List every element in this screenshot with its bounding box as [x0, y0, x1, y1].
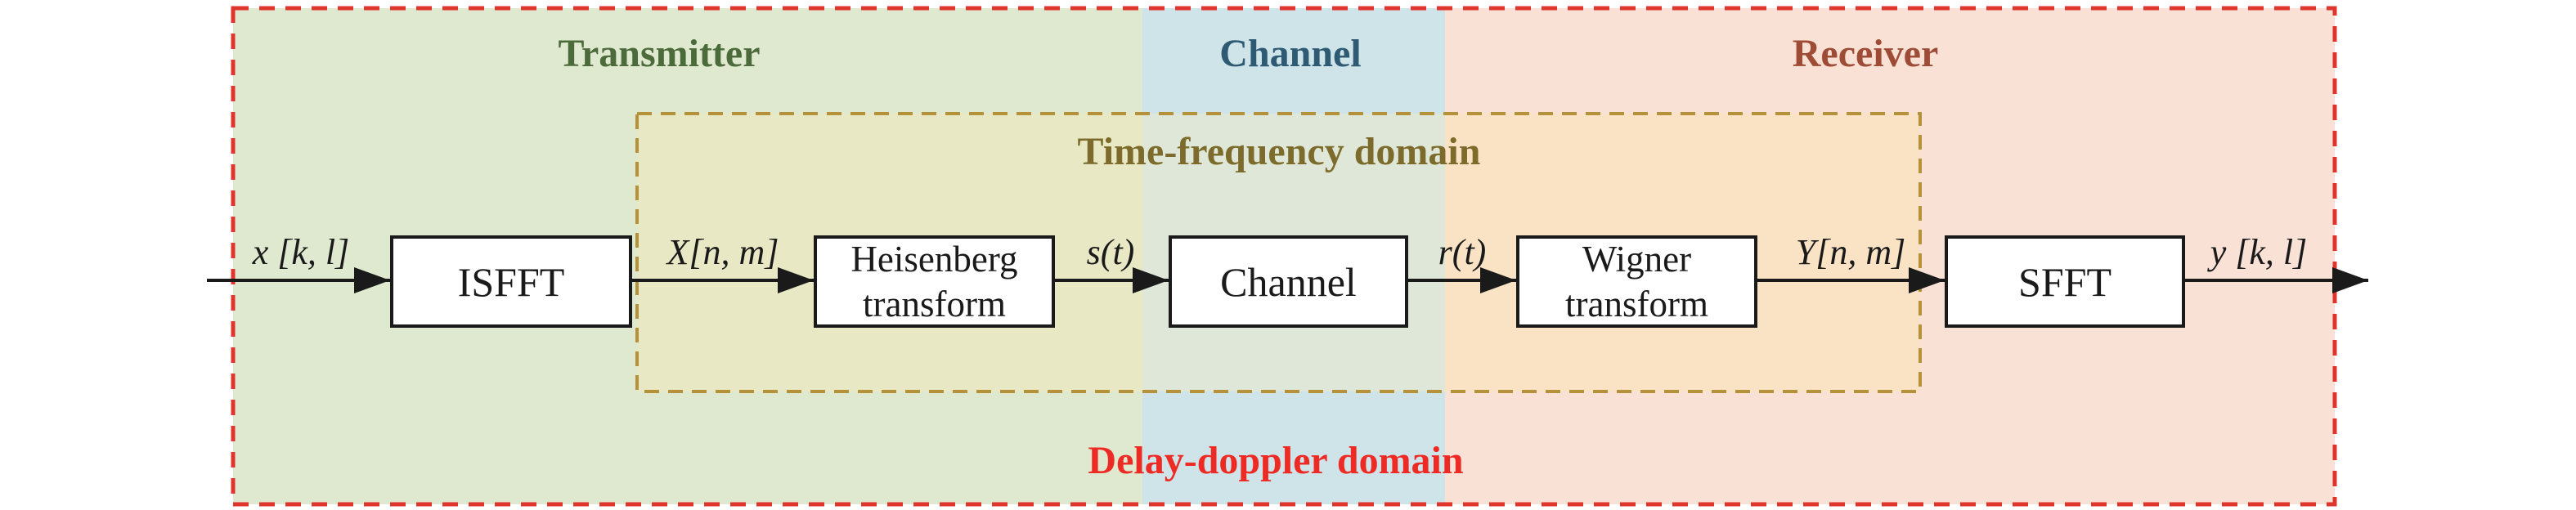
signal-label-r-t: r(t) — [1438, 232, 1487, 272]
sfft-block-label: SFFT — [2018, 258, 2112, 305]
heisenberg-block-label-line2: transform — [863, 283, 1006, 324]
wigner-block-label-line2: transform — [1565, 283, 1708, 324]
signal-label-Y-nm: Y[n, m] — [1795, 232, 1906, 272]
sfft-block: SFFT — [1945, 235, 2185, 328]
isfft-block: ISFFT — [390, 235, 632, 328]
heisenberg-block-label-line1: Heisenberg — [850, 238, 1018, 280]
time-frequency-dashed-border — [635, 112, 1922, 393]
isfft-block-label: ISFFT — [457, 258, 565, 305]
wigner-block-label-line1: Wigner — [1582, 238, 1692, 280]
delay-doppler-domain-label: Delay-doppler domain — [1088, 439, 1464, 482]
signal-label-x-kl: x [k, l] — [252, 232, 350, 272]
signal-label-s-t: s(t) — [1086, 232, 1135, 272]
delay-doppler-dashed-border — [231, 6, 2337, 507]
channel-heading: Channel — [1219, 32, 1362, 75]
transmitter-heading: Transmitter — [558, 32, 761, 75]
heisenberg-transform-block: Heisenberg transform — [814, 235, 1055, 328]
time-frequency-domain-label: Time-frequency domain — [1077, 130, 1481, 173]
signal-label-y-kl: y [k, l] — [2210, 232, 2308, 272]
wigner-transform-block: Wigner transform — [1516, 235, 1757, 328]
receiver-heading: Receiver — [1792, 32, 1939, 75]
signal-label-X-nm: X[n, m] — [666, 232, 779, 272]
channel-block-label: Channel — [1220, 258, 1357, 305]
channel-block: Channel — [1169, 235, 1408, 328]
